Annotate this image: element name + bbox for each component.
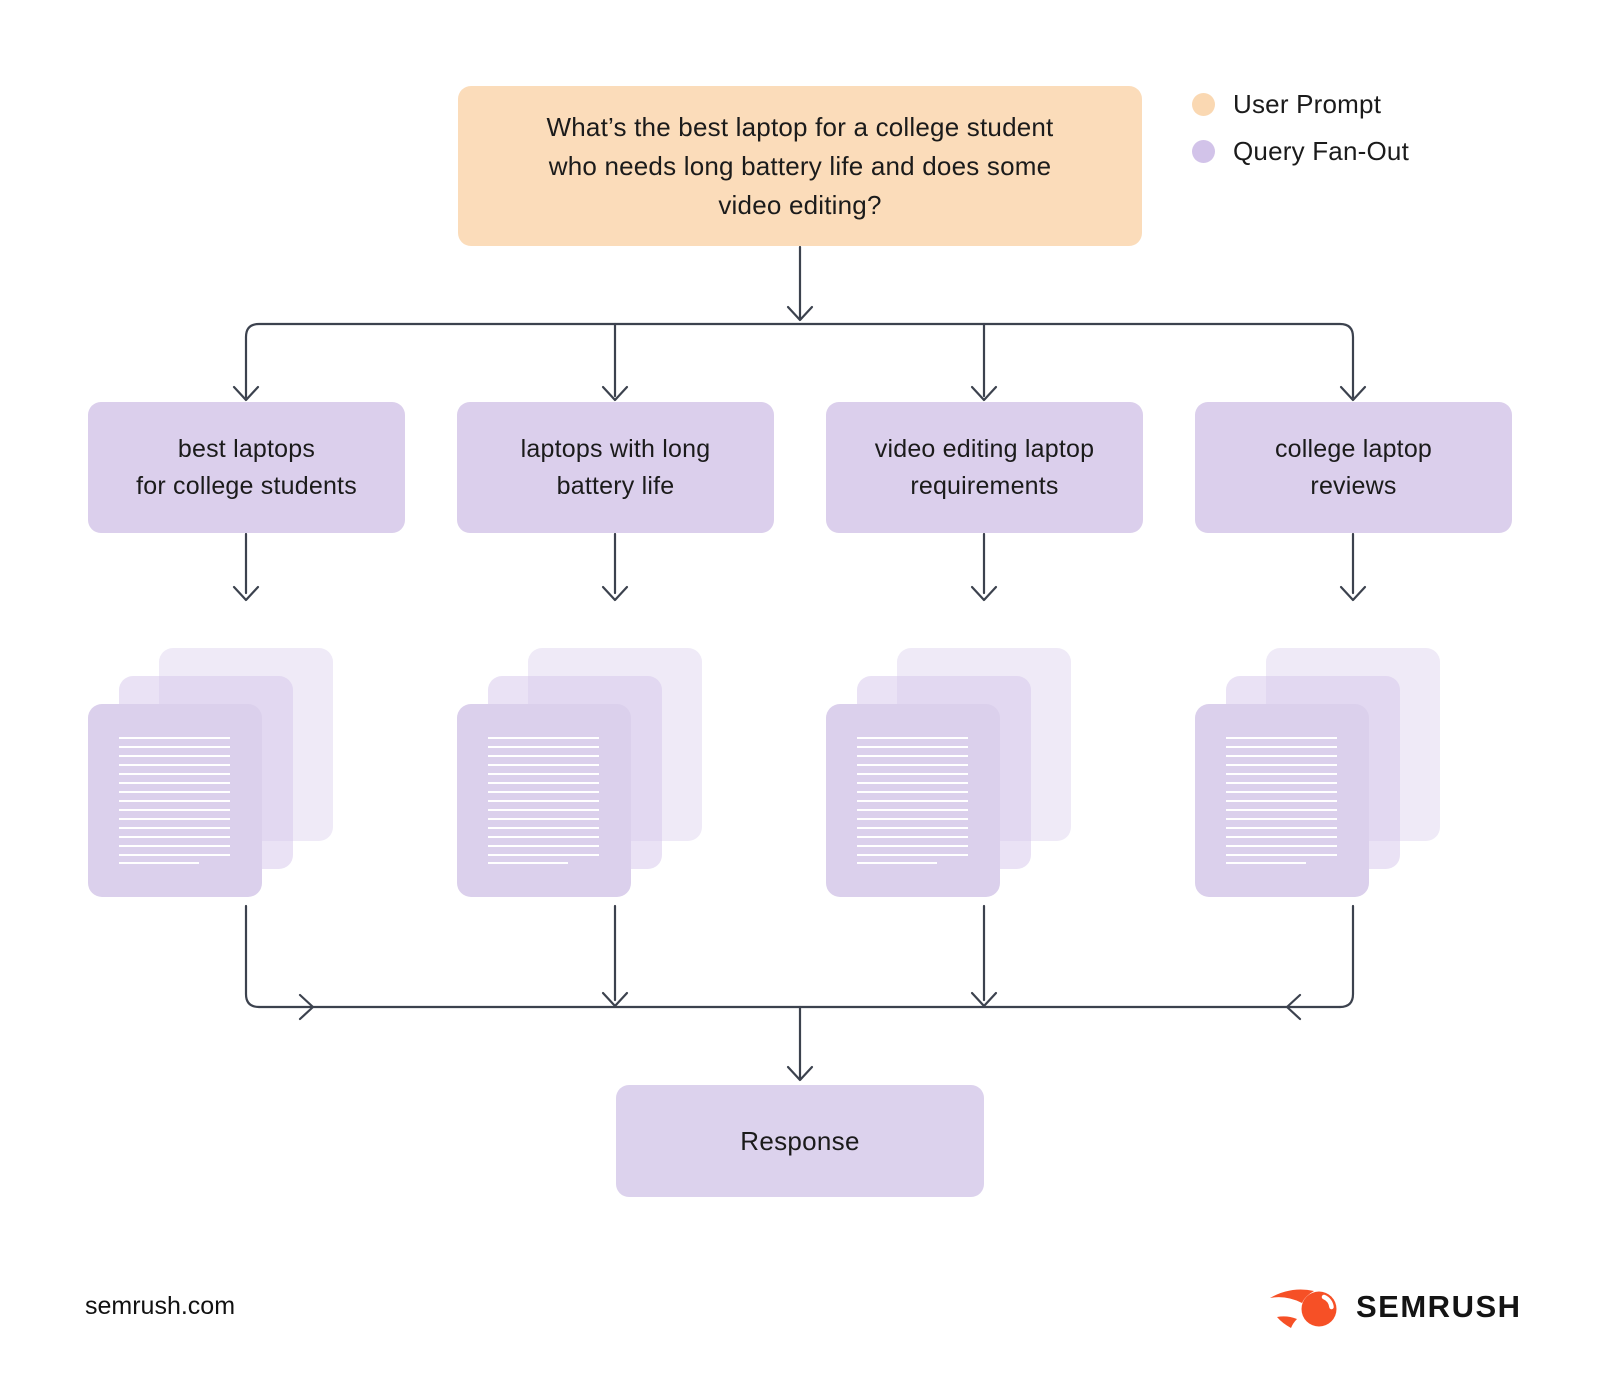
document-text-lines	[857, 737, 968, 859]
legend-item-user-prompt: User Prompt	[1192, 89, 1409, 120]
user-prompt-box: What’s the best laptop for a college stu…	[458, 86, 1142, 246]
legend: User Prompt Query Fan-Out	[1192, 89, 1409, 167]
user-prompt-text: What’s the best laptop for a college stu…	[546, 111, 1054, 220]
source-site-label: semrush.com	[85, 1292, 236, 1320]
document-front-icon	[1195, 704, 1369, 897]
document-front-icon	[457, 704, 631, 897]
query-fan-out-dot-icon	[1192, 140, 1215, 163]
query-box-video-editing: video editing laptop requirements	[826, 402, 1143, 533]
legend-item-query-fan-out: Query Fan-Out	[1192, 136, 1409, 167]
query-text: laptops with long battery life	[520, 434, 711, 500]
legend-label-query-fan-out: Query Fan-Out	[1233, 136, 1409, 166]
response-label: Response	[740, 1125, 860, 1156]
legend-label-user-prompt: User Prompt	[1233, 89, 1382, 119]
document-text-line-short	[857, 862, 937, 864]
document-front-icon	[826, 704, 1000, 897]
document-text-line-short	[488, 862, 568, 864]
query-text: best laptops for college students	[136, 434, 357, 500]
document-text-lines	[488, 737, 599, 859]
query-box-college-reviews: college laptop reviews	[1195, 402, 1512, 533]
response-box: Response	[616, 1085, 984, 1197]
document-text-line-short	[119, 862, 199, 864]
document-text-line-short	[1226, 862, 1306, 864]
document-front-icon	[88, 704, 262, 897]
semrush-logo-icon	[1270, 1289, 1337, 1328]
semrush-wordmark: SEMRUSH	[1356, 1289, 1522, 1324]
documents-stack-icon	[826, 648, 1071, 898]
documents-stack-icon	[1195, 648, 1440, 898]
query-text: college laptop reviews	[1274, 434, 1433, 500]
documents-stack-icon	[457, 648, 702, 898]
document-text-lines	[1226, 737, 1337, 859]
document-text-lines	[119, 737, 230, 859]
query-box-best-laptops: best laptops for college students	[88, 402, 405, 533]
documents-stack-icon	[88, 648, 333, 898]
semrush-logo: SEMRUSH	[1266, 1282, 1522, 1332]
query-box-battery-life: laptops with long battery life	[457, 402, 774, 533]
query-text: video editing laptop requirements	[874, 434, 1095, 500]
user-prompt-dot-icon	[1192, 93, 1215, 116]
